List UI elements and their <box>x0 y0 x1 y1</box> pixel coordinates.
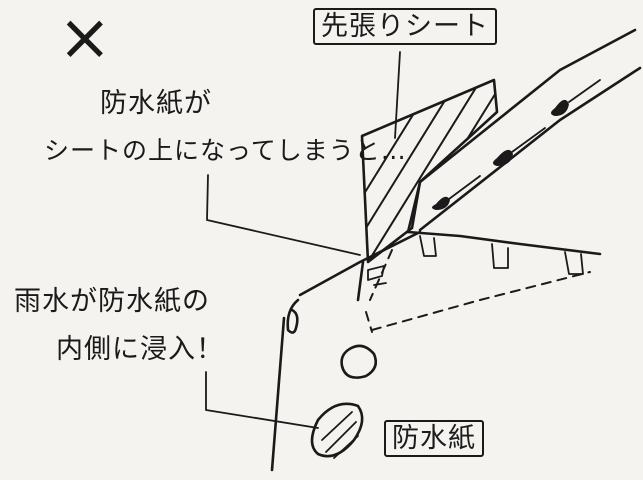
leader-line-paper-over <box>206 174 361 256</box>
water-blob-small <box>340 344 378 379</box>
rafter-end <box>564 251 584 275</box>
hidden-line <box>369 249 393 301</box>
sheet-label: 先張りシート <box>321 11 489 42</box>
rafter-end <box>419 235 437 257</box>
water-blob-large <box>310 402 364 459</box>
paper-label-box: 防水紙 <box>384 420 484 457</box>
paper-label: 防水紙 <box>392 423 476 454</box>
sheet-label-box: 先張りシート <box>313 8 497 45</box>
water-drop <box>551 99 569 116</box>
wall-corner <box>286 298 300 334</box>
wall-vertical-edge <box>270 316 286 472</box>
rafter-end <box>491 243 509 269</box>
rain-intrusion-line1: 雨水が防水紙の <box>14 286 210 317</box>
x-mark: × <box>58 1 112 75</box>
roof-edge-upper <box>418 28 637 184</box>
pre-applied-sheet-panel <box>360 78 499 264</box>
hidden-line <box>371 271 591 331</box>
paper-over-sheet-line1: 防水紙が <box>100 88 212 119</box>
water-drop <box>493 149 513 166</box>
hidden-line <box>365 311 373 333</box>
eave-line <box>406 230 602 256</box>
wall-top-edge <box>298 230 422 297</box>
leader-line-rain <box>205 371 319 429</box>
water-drop <box>432 196 450 210</box>
roof-edge-face <box>406 180 422 234</box>
paper-over-sheet-line2: シートの上になってしまうと… <box>44 136 407 165</box>
leader-line-sheet <box>394 51 401 139</box>
rain-intrusion-line2: 内側に浸入！ <box>56 334 224 365</box>
roof-edge-lower <box>418 66 642 232</box>
wall-inner-edge <box>356 260 365 302</box>
